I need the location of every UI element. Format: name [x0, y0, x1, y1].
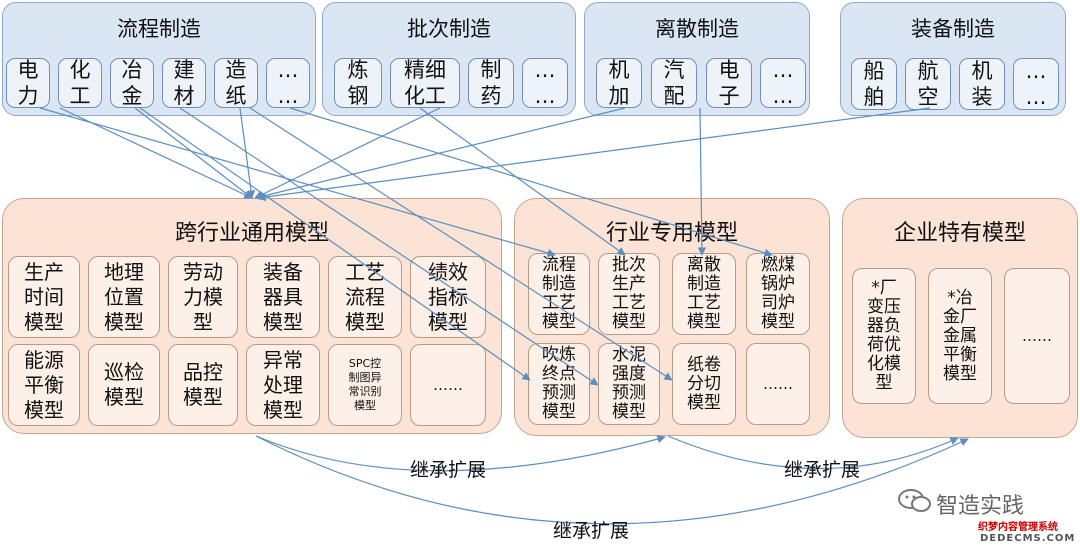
group-title: 批次制造	[407, 17, 491, 41]
label-inherit-extend-1: 继承扩展	[410, 459, 487, 481]
industry-chemical: 化 工	[58, 58, 102, 108]
arrow-to-industry	[419, 107, 626, 256]
arrow-to-industry	[39, 107, 556, 257]
arrow-to-industry	[697, 107, 707, 256]
group-process-manufacturing: 流程制造	[2, 2, 316, 116]
model-metal-balance: *冶 金厂 金属 平衡 模型	[928, 268, 992, 404]
group-title: 离散制造	[655, 17, 739, 41]
group-title: 企业特有模型	[893, 221, 1026, 246]
group-title: 行业专用模型	[605, 221, 738, 246]
model-geo-location: 地理 位置 模型	[88, 256, 160, 338]
arrow-to-general	[134, 107, 253, 199]
arrow-to-general	[257, 107, 931, 202]
industry-aerospace: 航 空	[905, 58, 951, 110]
model-inspection: 巡检 模型	[88, 344, 160, 426]
model-more: ……	[410, 344, 486, 426]
group-title: 装备制造	[911, 17, 995, 41]
model-equipment: 装备 器具 模型	[246, 256, 320, 338]
watermark-name: 智造实践	[936, 494, 1025, 519]
watermark-domain: DEDECMS.COM	[980, 533, 1076, 544]
model-paper-slitting: 纸卷 分切 模型	[672, 343, 736, 425]
arrow-to-industry	[289, 107, 773, 257]
industry-pharma: 制 药	[468, 58, 514, 108]
arrow-to-general	[254, 107, 441, 199]
arrow-to-general	[239, 107, 256, 199]
industry-auto-parts: 汽 配	[651, 58, 697, 108]
industry-shipbuilding: 船 舶	[851, 58, 897, 110]
industry-more: … …	[1013, 58, 1059, 110]
model-spc-anomaly: SPC控 制图异 常识别 模型	[328, 344, 402, 426]
model-exception-handling: 异常 处理 模型	[246, 344, 320, 426]
model-quality-control: 品控 模型	[168, 344, 238, 426]
label-inherit-extend-2: 继承扩展	[784, 459, 861, 481]
arrow-inherit-general-industry	[255, 434, 666, 472]
industry-machining: 机 加	[596, 58, 642, 108]
arrow-to-industry	[179, 107, 599, 386]
group-title: 流程制造	[117, 17, 201, 41]
model-process-flow: 工艺 流程 模型	[328, 256, 402, 338]
watermark-site: 织梦内容管理系统	[978, 522, 1058, 533]
model-production-time: 生产 时间 模型	[8, 256, 80, 338]
industry-fine-chemical: 精细 化工	[390, 58, 460, 108]
model-transformer-load: *厂 变压 器负 荷优 化模 型	[852, 268, 916, 404]
industry-more: … …	[760, 58, 806, 108]
industry-machine-assembly: 机 装	[959, 58, 1005, 110]
model-batch-craft: 批次 生产 工艺 模型	[598, 253, 660, 335]
model-blowing-endpoint: 吹炼 终点 预测 模型	[528, 343, 590, 425]
industry-metallurgy: 冶 金	[110, 58, 154, 108]
industry-more: … …	[266, 58, 310, 108]
label-inherit-extend-3: 继承扩展	[553, 520, 630, 542]
wechat-icon	[898, 488, 932, 514]
model-process-craft: 流程 制造 工艺 模型	[528, 253, 590, 335]
industry-more: … …	[522, 58, 568, 108]
industry-electronics: 电 子	[706, 58, 752, 108]
industry-power: 电 力	[6, 58, 50, 108]
model-coal-boiler: 燃煤 锅炉 司炉 模型	[746, 253, 810, 335]
arrow-to-industry	[249, 107, 673, 381]
group-title: 跨行业通用模型	[174, 221, 329, 246]
arrow-to-general	[254, 107, 626, 201]
industry-papermaking: 造 纸	[214, 58, 258, 108]
industry-steelmaking: 炼 钢	[334, 58, 382, 108]
arrow-to-industry	[139, 107, 531, 381]
model-energy-balance: 能源 平衡 模型	[8, 344, 80, 426]
model-labor: 劳动 力模 型	[168, 256, 238, 338]
model-more: ……	[746, 343, 810, 425]
arrow-inherit-general-enterprise	[255, 435, 969, 525]
model-more: ……	[1004, 268, 1070, 404]
arrow-inherit-industry-enterprise	[667, 435, 959, 470]
industry-building-materials: 建 材	[162, 58, 206, 108]
